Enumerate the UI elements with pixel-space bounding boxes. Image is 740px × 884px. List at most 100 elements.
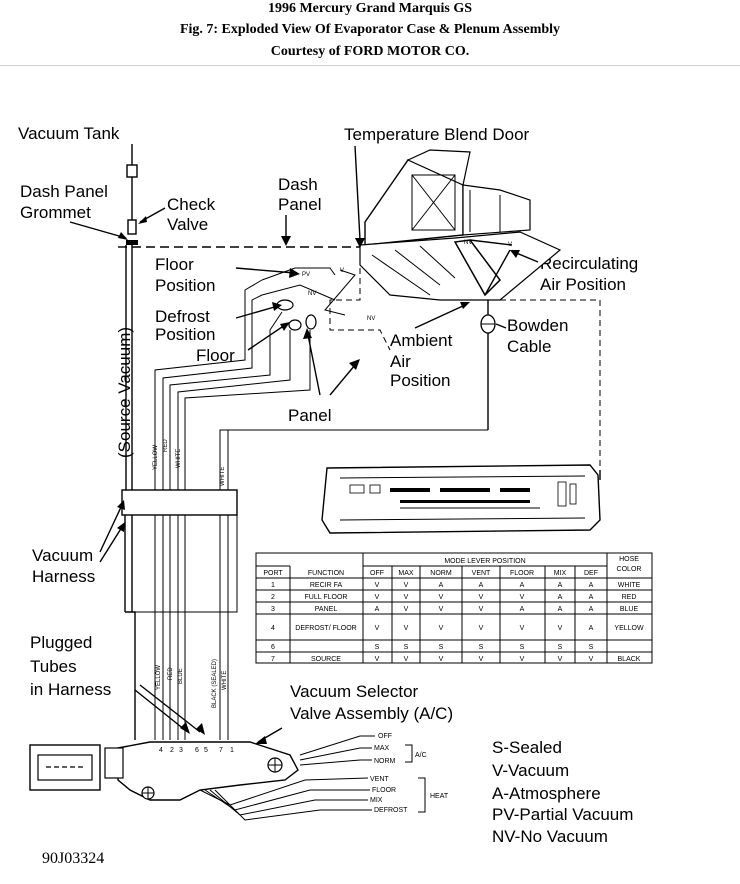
selector-off: OFF — [378, 733, 392, 740]
table-cell: DEFROST/ FLOOR — [295, 625, 356, 632]
table-cell: A — [589, 582, 594, 589]
table-hose-header-1: HOSE — [619, 556, 639, 563]
selector-mix: MIX — [370, 797, 383, 804]
table-cell: V — [479, 606, 484, 613]
table-cell: V — [439, 625, 444, 632]
table-cell: V — [404, 582, 409, 589]
label-floor: Floor — [196, 346, 235, 365]
label-nv-ambient: NV — [367, 316, 375, 322]
table-cell: A — [589, 625, 594, 632]
label-vacuum-selector-1: Vacuum Selector — [290, 682, 419, 701]
selector-vent: VENT — [370, 776, 389, 783]
label-dash-2: Panel — [278, 195, 321, 214]
label-defrost-position-1: Defrost — [155, 307, 210, 326]
table-cell: V — [558, 625, 563, 632]
table-cell: S — [479, 644, 484, 651]
table-cell: WHITE — [618, 582, 641, 589]
selector-ac: A/C — [415, 752, 427, 759]
table-cell: YELLOW — [614, 625, 644, 632]
label-pv: PV — [302, 272, 310, 278]
table-cell: SOURCE — [311, 656, 341, 663]
table-cell: V — [479, 625, 484, 632]
label-ambient-1: Ambient — [390, 331, 453, 350]
plugged-tubes-arrowhead-2 — [196, 723, 205, 735]
legend-partial-vacuum: PV-Partial Vacuum — [492, 805, 633, 824]
legend-atmosphere: A-Atmosphere — [492, 784, 601, 803]
table-hose-header-2: COLOR — [617, 566, 642, 573]
table-cell: A — [520, 606, 525, 613]
table-cell: 7 — [271, 656, 275, 663]
vacuum-tank-icon — [126, 144, 138, 220]
label-ambient-2: Air — [390, 352, 411, 371]
label-panel: Panel — [288, 406, 331, 425]
label-bowden-1: Bowden — [507, 316, 568, 335]
upper-hose-labels: YELLOW RED WHITE WHITE — [153, 439, 226, 486]
table-cell: V — [375, 582, 380, 589]
figure-id: 90J03324 — [42, 850, 105, 867]
label-dash-1: Dash — [278, 175, 318, 194]
hose-label-blue: BLUE — [178, 668, 184, 684]
selector-norm: NORM — [374, 758, 396, 765]
table-cell: V — [479, 594, 484, 601]
vacuum-selector-valve: 4 2 3 6 5 7 1 — [104, 727, 426, 821]
table-cell: V — [375, 625, 380, 632]
table-group-header: MODE LEVER POSITION — [444, 558, 525, 565]
th-off: OFF — [370, 570, 384, 577]
label-v-recirc: V — [508, 242, 512, 248]
table-cell: V — [375, 656, 380, 663]
dash-panel-grommet-icon — [69, 221, 138, 245]
legend-vacuum: V-Vacuum — [492, 761, 569, 780]
label-plugged-tubes-3: in Harness — [30, 680, 111, 699]
label-nv-recirc: NV — [464, 240, 472, 246]
table-cell: 6 — [271, 644, 275, 651]
mode-door-actuators: PV NV V NV — [235, 267, 507, 430]
table-cell: S — [404, 644, 409, 651]
port-5: 5 — [204, 747, 208, 754]
hose-label-red-upper: RED — [163, 439, 169, 452]
table-cell: S — [520, 644, 525, 651]
table-cell: RECIR FA — [310, 582, 343, 589]
dash-panel-arrowhead — [281, 236, 291, 246]
table-cell: A — [558, 582, 563, 589]
vacuum-harness-icon — [99, 489, 238, 740]
table-cell: V — [558, 656, 563, 663]
table-cell: A — [439, 582, 444, 589]
table-cell: V — [439, 656, 444, 663]
label-bowden-2: Cable — [507, 337, 551, 356]
header-courtesy: Courtesy of FORD MOTOR CO. — [270, 44, 470, 59]
table-cell: 3 — [271, 606, 275, 613]
table-cell: V — [589, 656, 594, 663]
table-cell: A — [479, 582, 484, 589]
table-cell: FULL FLOOR — [305, 594, 348, 601]
hose-label-yellow: YELLOW — [156, 665, 162, 690]
label-vacuum-harness-2: Harness — [32, 567, 95, 586]
hose-label-black-sealed: BLACK (SEALED) — [212, 659, 218, 708]
table-cell: V — [404, 594, 409, 601]
connector-icon — [29, 744, 101, 791]
table-cell: V — [375, 594, 380, 601]
selector-max: MAX — [374, 745, 390, 752]
table-cell: A — [375, 606, 380, 613]
label-temperature-blend-door: Temperature Blend Door — [344, 125, 530, 144]
label-ambient-3: Position — [390, 371, 450, 390]
label-vacuum-tank: Vacuum Tank — [18, 124, 120, 143]
legend-no-vacuum: NV-No Vacuum — [492, 827, 608, 846]
label-recirculating-1: Recirculating — [540, 254, 638, 273]
table-cell: BLUE — [620, 606, 639, 613]
table-cell: BLACK — [618, 656, 641, 663]
th-vent: VENT — [472, 570, 491, 577]
plugged-tubes-arrow-2 — [139, 684, 201, 733]
port-6: 6 — [195, 747, 199, 754]
th-floor: FLOOR — [510, 570, 534, 577]
label-dash-panel-grommet-2: Grommet — [20, 203, 91, 222]
table-cell: S — [439, 644, 444, 651]
table-cell: A — [589, 594, 594, 601]
check-valve-icon — [127, 207, 166, 235]
control-head — [321, 464, 601, 534]
table-cell: S — [375, 644, 380, 651]
header-divider — [0, 65, 740, 66]
label-floor-position-2: Position — [155, 276, 215, 295]
label-check-valve-1: Check — [167, 195, 216, 214]
selector-position-labels: OFF MAX NORM A/C VENT FLOOR MIX DEFROST … — [370, 733, 449, 814]
